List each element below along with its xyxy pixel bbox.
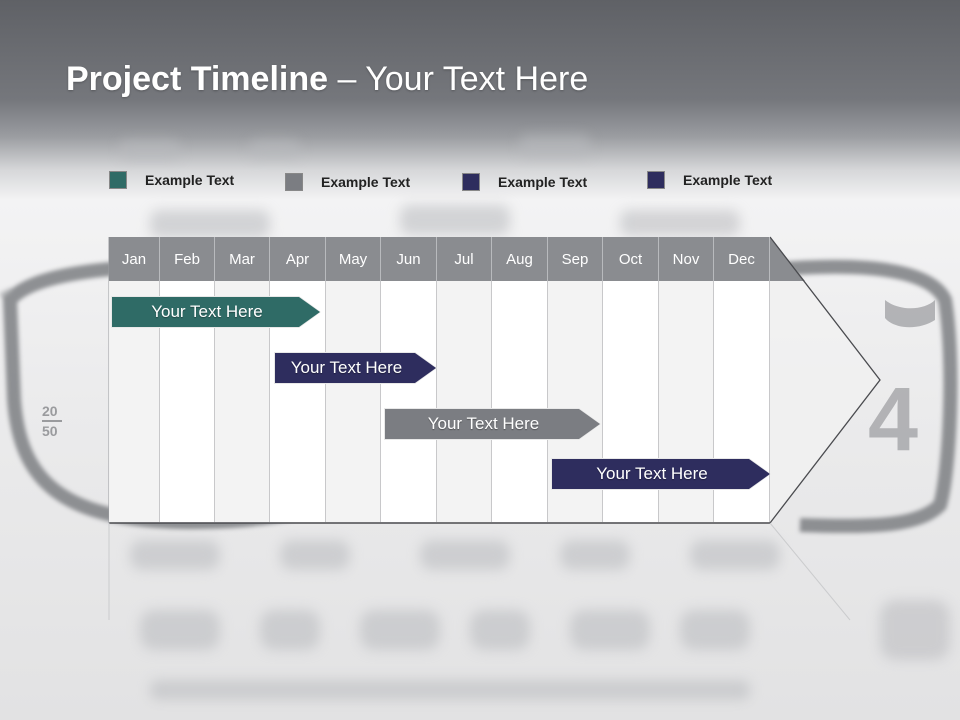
month-header-feb: Feb	[160, 237, 215, 281]
legend-item: Example Text	[285, 171, 410, 193]
month-header-apr: Apr	[270, 237, 326, 281]
timeline-bar[interactable]: Your Text Here	[111, 296, 321, 328]
svg-text:4: 4	[868, 370, 918, 470]
legend-swatch-navy	[462, 173, 480, 191]
month-header-oct: Oct	[603, 237, 659, 281]
legend-item: Example Text	[462, 171, 587, 193]
legend-swatch-teal	[109, 171, 127, 189]
legend-label: Example Text	[145, 172, 235, 188]
legend-item: Example Text	[109, 169, 234, 191]
legend-label: Example Text	[498, 174, 588, 190]
month-header-nov: Nov	[659, 237, 714, 281]
month-header-jul: Jul	[437, 237, 492, 281]
legend-item: Example Text	[647, 169, 772, 191]
timeline-bar-label: Your Text Here	[596, 464, 708, 483]
timeline-bar[interactable]: Your Text Here	[274, 352, 437, 384]
month-header-may: May	[326, 237, 381, 281]
svg-text:50: 50	[42, 423, 58, 439]
month-header-jan: Jan	[109, 237, 160, 281]
page-title: Project Timeline – Your Text Here	[66, 60, 588, 99]
timeline-bar-label: Your Text Here	[427, 414, 540, 433]
page-title-bold: Project Timeline	[66, 60, 329, 98]
month-column	[437, 281, 492, 522]
month-header-sep: Sep	[548, 237, 603, 281]
month-header-jun: Jun	[381, 237, 437, 281]
timeline-bar-label: Your Text Here	[290, 358, 403, 377]
timeline-bar-label: Your Text Here	[151, 302, 263, 321]
month-header-aug: Aug	[492, 237, 548, 281]
legend-swatch-gray	[285, 173, 303, 191]
month-column	[326, 281, 381, 522]
page-title-rest: – Your Text Here	[328, 60, 589, 98]
month-header-dec: Dec	[714, 237, 770, 281]
month-column	[492, 281, 548, 522]
svg-text:20: 20	[42, 403, 58, 419]
month-column	[381, 281, 437, 522]
legend-label: Example Text	[321, 174, 411, 190]
month-header-mar: Mar	[215, 237, 270, 281]
legend-swatch-navy	[647, 171, 665, 189]
background-top-band	[0, 0, 960, 200]
timeline-bar[interactable]: Your Text Here	[551, 458, 771, 490]
timeline-bar[interactable]: Your Text Here	[384, 408, 601, 440]
legend-label: Example Text	[683, 172, 773, 188]
